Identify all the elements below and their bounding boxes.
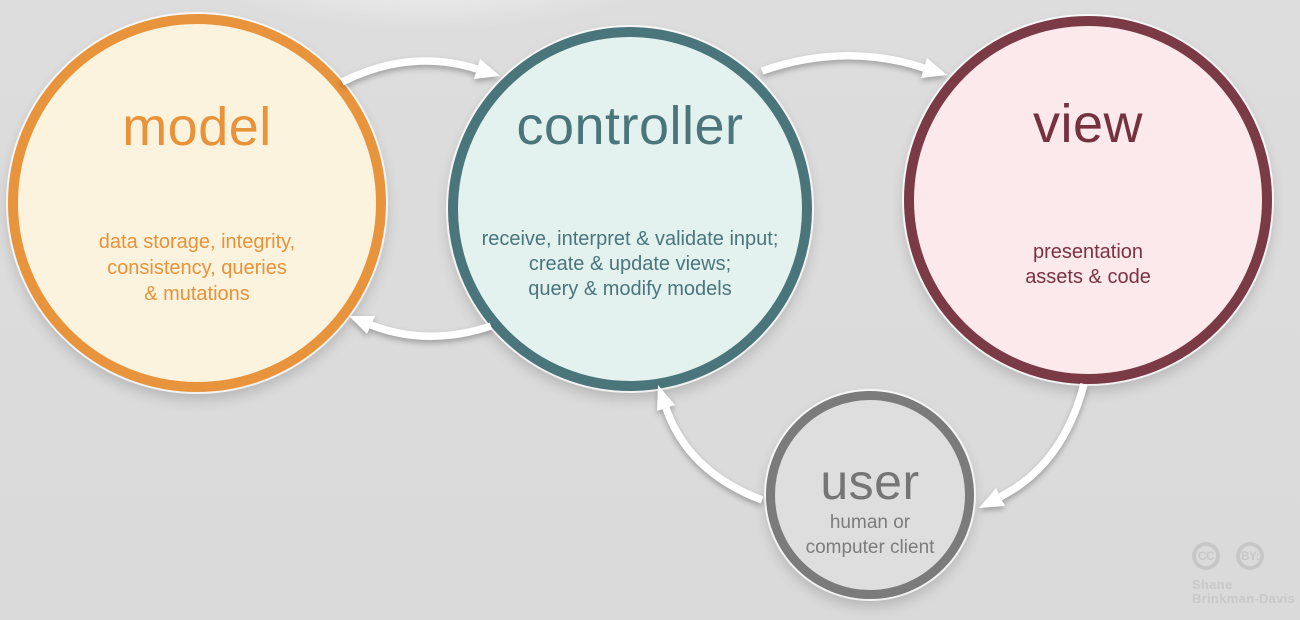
arrow-model-to-controller-icon <box>340 57 500 86</box>
model-desc-line: consistency, queries <box>107 257 287 279</box>
user-desc-line: human or <box>829 512 911 533</box>
model-description: data storage, integrity, consistency, qu… <box>18 229 376 307</box>
view-desc-line: presentation <box>1032 241 1144 263</box>
cc-badges: CC BY: <box>1192 542 1300 570</box>
arrow-view-to-user-icon <box>979 383 1088 508</box>
model-desc-line: data storage, integrity, <box>98 231 296 253</box>
controller-title: controller <box>516 96 744 156</box>
user-desc-line: computer client <box>805 537 935 558</box>
attribution-name: Shane Brinkman-Davis <box>1192 578 1300 606</box>
attribution-name-line: Brinkman-Davis <box>1192 591 1296 606</box>
attribution-name-line: Shane <box>1192 577 1233 592</box>
arrow-user-to-controller-icon <box>657 385 764 504</box>
arrow-controller-to-view-icon <box>760 51 947 78</box>
model-title: model <box>122 97 272 157</box>
controller-desc-line: receive, interpret & validate input; <box>481 228 779 250</box>
model-node: model data storage, integrity, consisten… <box>8 14 386 392</box>
controller-desc-line: query & modify models <box>528 278 732 300</box>
controller-description: receive, interpret & validate input; cre… <box>458 227 802 302</box>
model-desc-line: & mutations <box>144 283 250 305</box>
view-title: view <box>1032 94 1144 154</box>
view-description: presentation assets & code <box>914 240 1262 290</box>
user-title: user <box>820 454 920 510</box>
user-description: human or computer client <box>775 510 965 560</box>
view-node: view presentation assets & code <box>904 16 1272 384</box>
controller-node: controller receive, interpret & validate… <box>448 27 812 391</box>
view-desc-line: assets & code <box>1025 266 1151 288</box>
cc-by-icon: BY: <box>1236 542 1264 570</box>
user-node: user human or computer client <box>766 391 974 599</box>
cc-license-icon: CC <box>1192 542 1220 570</box>
attribution: CC BY: Shane Brinkman-Davis <box>1192 542 1300 606</box>
arrow-controller-to-model-icon <box>349 316 493 340</box>
controller-desc-line: create & update views; <box>528 253 732 275</box>
